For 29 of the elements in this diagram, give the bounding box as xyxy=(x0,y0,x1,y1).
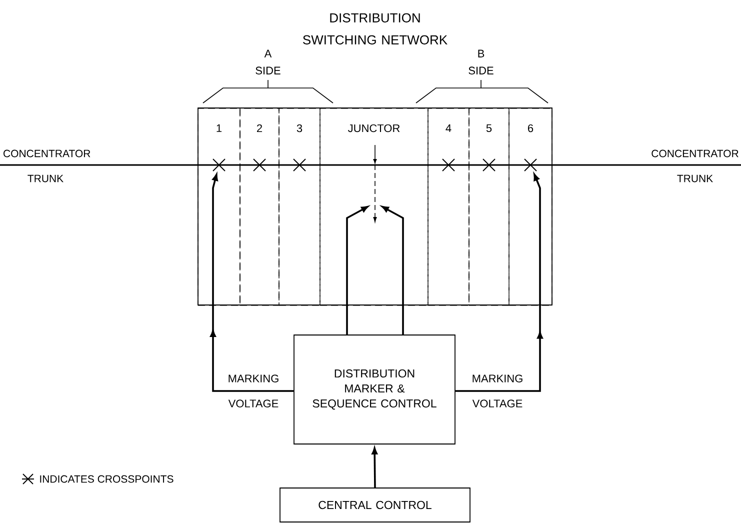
crosspoint-mark xyxy=(253,158,266,172)
trunk-label: CONCENTRATOR TRUNK xyxy=(4,150,90,182)
network-column: 6 xyxy=(508,108,552,306)
network-column: 4 xyxy=(428,108,470,306)
legend-text: INDICATES CROSSPOINTS xyxy=(40,475,174,483)
crosspoint-mark xyxy=(442,158,455,172)
trunk-label: CONCENTRATOR TRUNK xyxy=(652,150,738,182)
connector-arrow xyxy=(210,174,294,392)
crosspoint-mark xyxy=(482,158,496,172)
edge-label: MARKING VOLTAGE xyxy=(472,374,522,408)
crosspoint-mark xyxy=(524,158,537,172)
side-label: A SIDE xyxy=(256,50,280,74)
node-label: DISTRIBUTION SWITCHING NETWORK xyxy=(303,13,448,44)
crosspoint-mark xyxy=(212,158,226,172)
connector-arrow xyxy=(372,448,378,488)
crosspoint-mark xyxy=(293,158,306,172)
network-column: 2 xyxy=(240,108,280,306)
control-box: CENTRAL CONTROL xyxy=(280,488,470,522)
connector-arrow xyxy=(382,206,404,335)
network-column: JUNCTOR xyxy=(320,108,428,306)
edge-label: MARKING VOLTAGE xyxy=(228,374,278,408)
connector-arrow xyxy=(346,206,368,335)
control-box: DISTRIBUTION MARKER & SEQUENCE CONTROL xyxy=(294,334,456,444)
network-column: 1 xyxy=(198,108,240,306)
side-label: B SIDE xyxy=(468,50,494,74)
network-column: 5 xyxy=(468,108,510,306)
network-column: 3 xyxy=(278,108,320,306)
junctor-arrow xyxy=(373,144,377,222)
connector-arrow xyxy=(455,174,543,392)
